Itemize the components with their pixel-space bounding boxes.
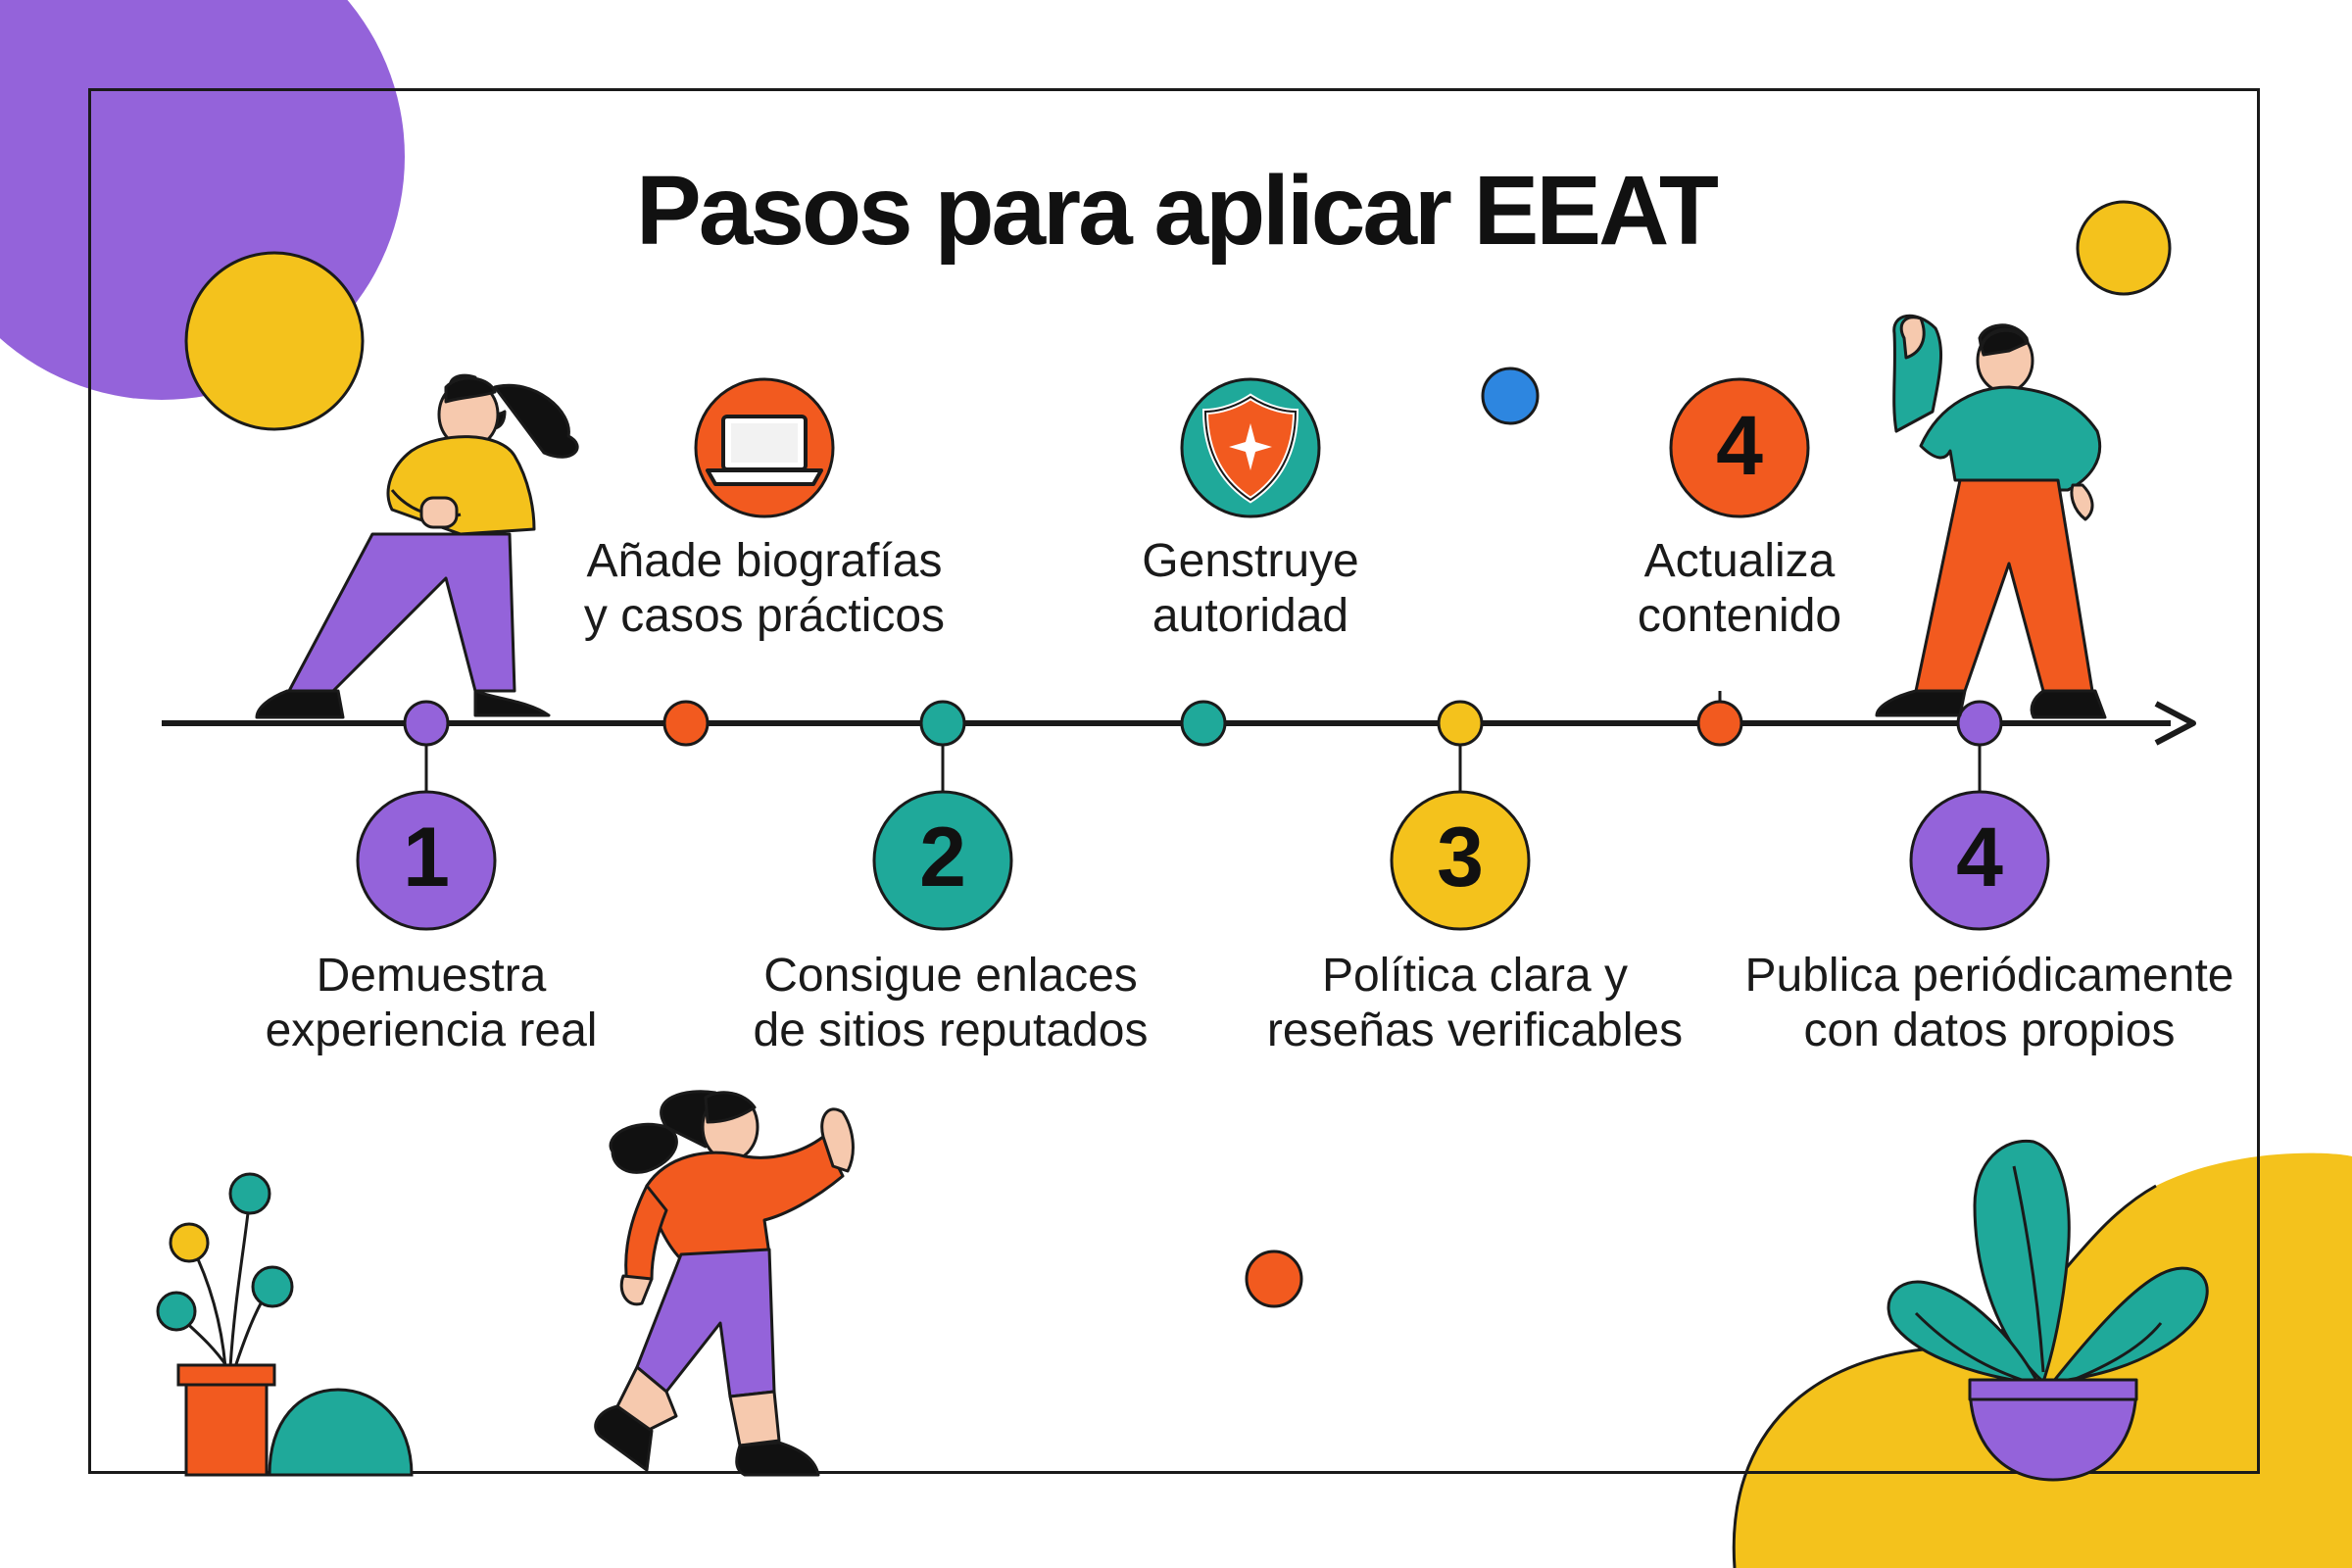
plant-illustration-left — [156, 1172, 414, 1477]
timeline-arrowhead — [2154, 701, 2196, 746]
timeline-dot — [919, 700, 966, 747]
step-label-actualiza: Actualiza contenido — [1637, 535, 1842, 642]
page-title: Pasos para aplicar EEAT — [636, 156, 1719, 266]
shield-icon — [1180, 377, 1321, 518]
step-1-circle — [356, 790, 497, 931]
step-4-number: 4 — [1956, 810, 2003, 905]
step-1-number: 1 — [403, 810, 450, 905]
step-4-circle — [1909, 790, 2050, 931]
step-label-4: Publica periódicamente con datos propios — [1744, 950, 2234, 1056]
timeline-dot — [1180, 700, 1227, 747]
person-orange-shirt-illustration — [594, 1090, 855, 1477]
person-yellow-shirt-illustration — [255, 373, 579, 719]
step-3-number: 3 — [1437, 810, 1484, 905]
orange-dot-bottom — [1245, 1250, 1303, 1308]
step-2-number: 2 — [919, 810, 966, 905]
step-label-biografias: Añade biografías y casos prácticos — [583, 535, 946, 642]
blue-dot — [1481, 367, 1540, 425]
laptop-icon — [694, 377, 835, 518]
person-teal-shirt-illustration — [1875, 314, 2107, 719]
content-frame — [88, 88, 2260, 1474]
timeline-dot — [1696, 700, 1743, 747]
step-3-circle — [1390, 790, 1531, 931]
timeline-dot — [403, 700, 450, 747]
yellow-circle-top-left — [184, 251, 365, 431]
timeline-dot — [1956, 700, 2003, 747]
step-label-2: Consigue enlaces de sitios reputados — [753, 950, 1149, 1056]
step-label-3: Política clara y reseñas verificables — [1266, 950, 1684, 1056]
step-label-1: Demuestra experiencia real — [265, 950, 598, 1056]
timeline-dot — [1437, 700, 1484, 747]
plant-illustration-right — [1886, 1139, 2209, 1482]
step-4-top-number: 4 — [1716, 399, 1763, 493]
step-2-circle — [872, 790, 1013, 931]
step-4-top-circle — [1669, 377, 1810, 518]
timeline-dot — [662, 700, 710, 747]
step-label-autoridad: Genstruye autoridad — [1142, 535, 1359, 642]
yellow-dot-top-right — [2076, 200, 2172, 296]
